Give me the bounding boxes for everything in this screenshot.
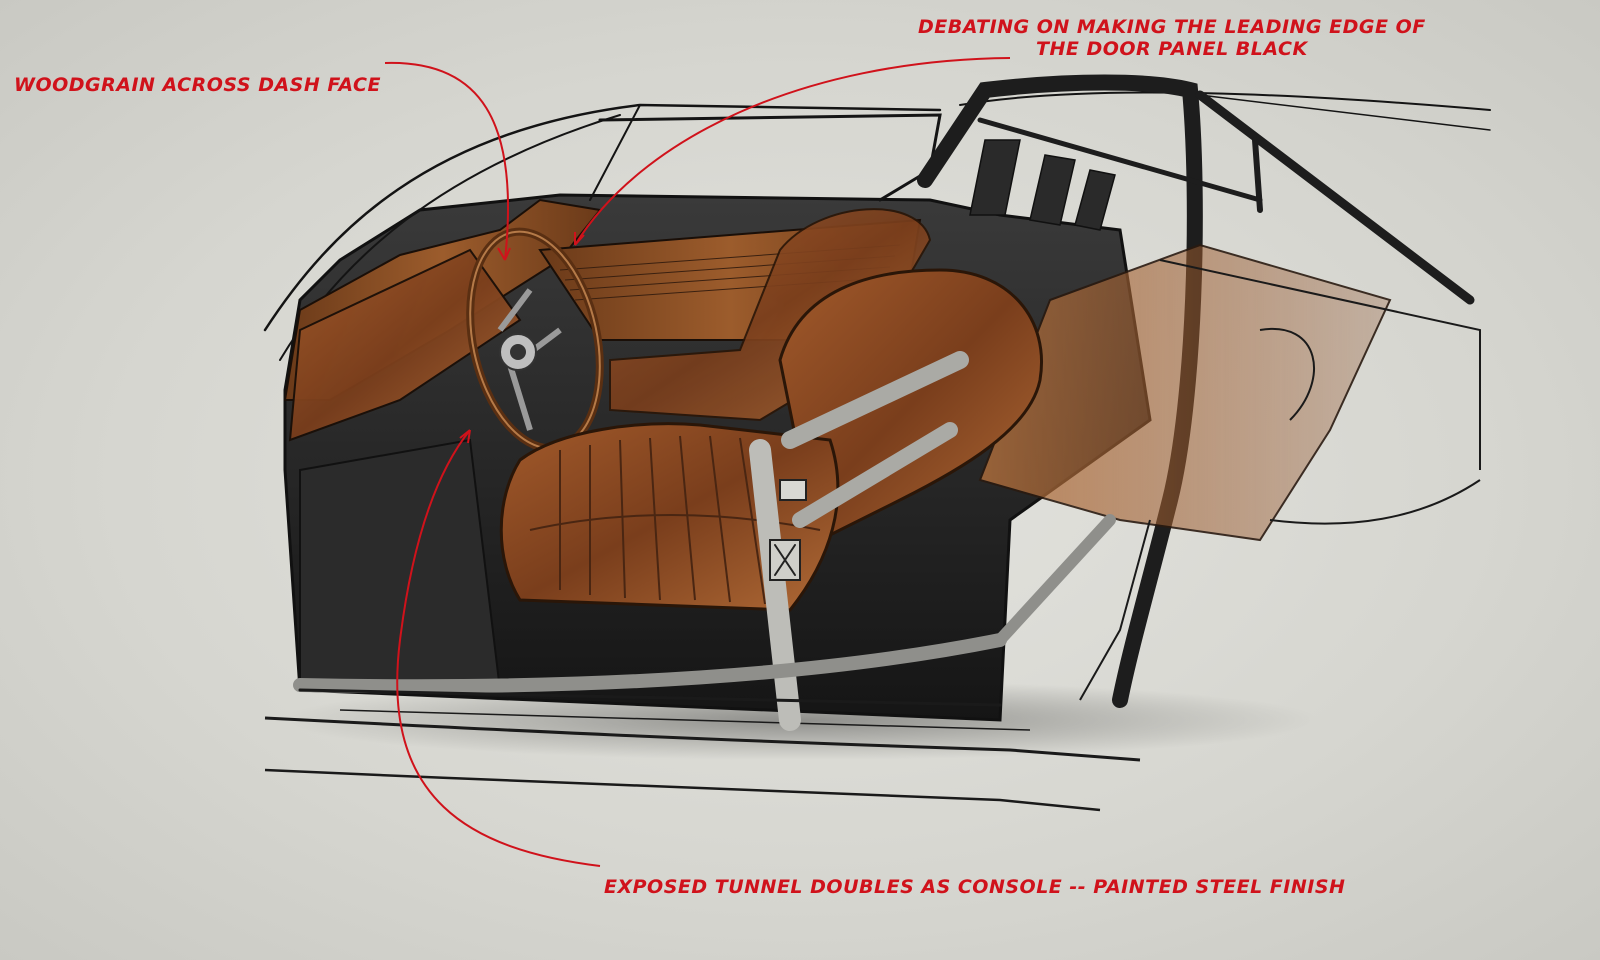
annotation-dash: Woodgrain across dash face	[14, 74, 381, 96]
annotation-door-panel: Debating on making the leading edge of t…	[918, 16, 1426, 60]
rear-leather-panel	[978, 243, 1392, 542]
passenger-seat	[609, 208, 932, 422]
annotation-tunnel: Exposed tunnel doubles as console -- pai…	[604, 876, 1346, 898]
annotation-leaders	[384, 57, 1011, 867]
exposed-tunnel	[293, 514, 1116, 707]
rear-vents	[969, 139, 1116, 231]
body-sill	[264, 709, 1141, 812]
door-opening	[299, 438, 502, 691]
annotation-door-line2: the door panel black	[1036, 38, 1308, 60]
dash-face-woodgrain	[288, 248, 522, 442]
annotation-door-line1: Debating on making the leading edge of	[918, 16, 1426, 38]
rear-body-lines	[1079, 259, 1481, 701]
